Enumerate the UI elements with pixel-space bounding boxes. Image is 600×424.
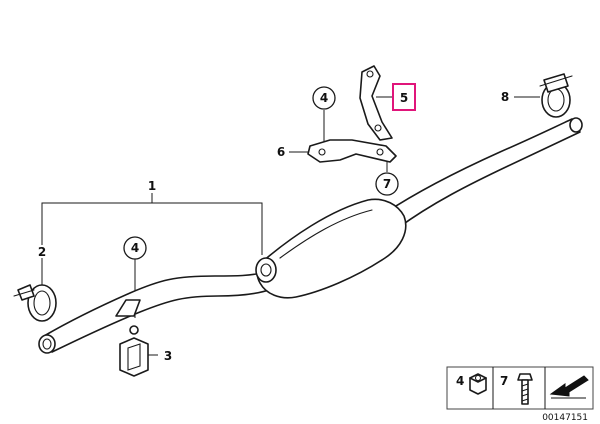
hanger-bracket-hole-bottom bbox=[374, 124, 382, 132]
callouts: 1 2 3 4 4 5 6 7 8 bbox=[38, 83, 509, 363]
rubber-mount-slot bbox=[127, 343, 141, 371]
leader-lines bbox=[41, 96, 540, 356]
clamp-right bbox=[539, 73, 573, 118]
center-muffler bbox=[256, 198, 407, 299]
callout-4-top-ring bbox=[312, 86, 336, 110]
clamp-left-band bbox=[27, 284, 57, 322]
direction-arrow-icon bbox=[548, 370, 590, 399]
legend-label-7: 7 bbox=[500, 374, 508, 388]
callout-5-highlight bbox=[392, 83, 416, 111]
legend-label-4: 4 bbox=[456, 374, 464, 388]
callout-8: 8 bbox=[501, 90, 509, 104]
diagram-id: 00147151 bbox=[542, 413, 588, 423]
clamp-right-bolt bbox=[539, 75, 573, 87]
rubber-mount bbox=[115, 299, 149, 377]
bolt-icon bbox=[517, 373, 533, 405]
callout-4-top: 4 bbox=[320, 91, 328, 105]
mounting-bracket bbox=[307, 139, 397, 163]
callout-3: 3 bbox=[164, 349, 172, 363]
front-pipe-end-inner bbox=[42, 338, 52, 350]
mounting-bracket-plate bbox=[307, 139, 397, 163]
clamp-left bbox=[13, 284, 57, 322]
front-pipe-end bbox=[38, 334, 56, 354]
hex-nut-icon bbox=[469, 373, 487, 395]
callout-2: 2 bbox=[38, 245, 46, 259]
callout-5: 5 bbox=[400, 91, 408, 105]
exhaust-pipe bbox=[38, 117, 583, 354]
callout-4-mid-ring bbox=[123, 236, 147, 260]
callout-4-mid: 4 bbox=[131, 241, 139, 255]
hanger-bracket-hole-top bbox=[366, 70, 374, 78]
leader-1-bracket bbox=[41, 193, 263, 255]
callout-6: 6 bbox=[277, 145, 285, 159]
rubber-mount-body bbox=[119, 337, 149, 377]
callout-7: 7 bbox=[383, 177, 391, 191]
outlet-pipe bbox=[384, 118, 581, 229]
outlet-pipe-end bbox=[569, 117, 583, 133]
callout-1: 1 bbox=[148, 179, 156, 193]
muffler-inlet-inner bbox=[260, 263, 272, 277]
muffler-inlet-end bbox=[255, 257, 277, 283]
hardware-legend: 4 7 00147151 bbox=[446, 366, 594, 423]
clamp-right-lug bbox=[543, 73, 569, 93]
clamp-left-bolt bbox=[13, 289, 35, 297]
hanger-bracket bbox=[359, 65, 393, 141]
rubber-mount-nut bbox=[129, 325, 139, 335]
muffler-seam bbox=[279, 209, 373, 259]
front-pipe bbox=[43, 271, 273, 353]
mounting-bracket-hole-right bbox=[376, 148, 384, 156]
clamp-left-band-inner bbox=[33, 290, 51, 316]
hanger-bracket-arm bbox=[359, 65, 393, 141]
mounting-bracket-hole-left bbox=[318, 148, 326, 156]
pipe-bracket-small bbox=[115, 299, 141, 317]
callout-7-ring bbox=[375, 172, 399, 196]
